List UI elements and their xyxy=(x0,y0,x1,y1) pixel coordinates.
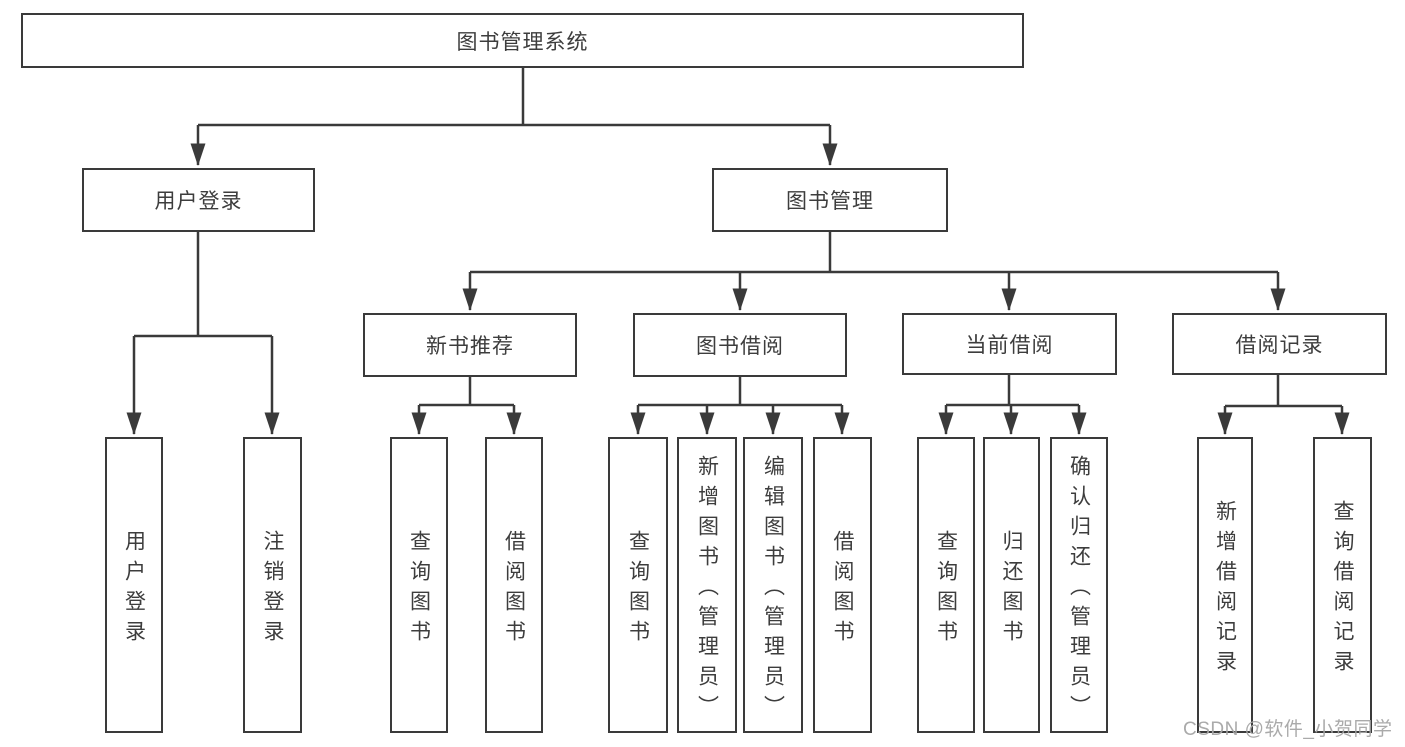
leaf-return-book-label: 归还图书 xyxy=(1000,529,1023,650)
leaf-add-book-admin-label: 新增图书（管理员） xyxy=(695,454,719,725)
csdn-watermark: CSDN @软件_小贺同学 xyxy=(1183,719,1393,740)
node-user-login: 用户登录 xyxy=(82,168,315,232)
node-borrow-records-label: 借阅记录 xyxy=(1235,334,1324,357)
leaf-query-books-borrow: 查询图书 xyxy=(608,437,668,733)
node-book-borrow-label: 图书借阅 xyxy=(696,335,784,358)
leaf-user-login: 用户登录 xyxy=(105,437,163,733)
leaf-return-book: 归还图书 xyxy=(983,437,1040,733)
node-root-system: 图书管理系统 xyxy=(21,13,1024,68)
leaf-add-book-admin: 新增图书（管理员） xyxy=(677,437,737,733)
node-book-management-label: 图书管理 xyxy=(786,190,874,213)
leaf-user-login-label: 用户登录 xyxy=(122,529,146,650)
leaf-query-borrow-record-label: 查询借阅记录 xyxy=(1331,499,1354,680)
node-book-management: 图书管理 xyxy=(712,168,948,232)
node-book-borrow: 图书借阅 xyxy=(633,313,847,377)
leaf-add-borrow-record: 新增借阅记录 xyxy=(1197,437,1253,733)
node-new-book-recommend: 新书推荐 xyxy=(363,313,577,377)
leaf-edit-book-admin-label: 编辑图书（管理员） xyxy=(761,454,785,725)
leaf-borrow-books-recommend: 借阅图书 xyxy=(485,437,543,733)
leaf-borrow-books-label: 借阅图书 xyxy=(831,529,854,650)
leaf-query-books-current-label: 查询图书 xyxy=(934,529,958,650)
leaf-query-books-recommend: 查询图书 xyxy=(390,437,448,733)
node-root-label: 图书管理系统 xyxy=(456,30,589,54)
leaf-borrow-books: 借阅图书 xyxy=(813,437,872,733)
leaf-query-books-recommend-label: 查询图书 xyxy=(407,529,431,650)
node-user-login-label: 用户登录 xyxy=(154,190,243,213)
leaf-query-borrow-record: 查询借阅记录 xyxy=(1313,437,1372,733)
leaf-query-books-borrow-label: 查询图书 xyxy=(626,529,650,650)
leaf-confirm-return-admin: 确认归还（管理员） xyxy=(1050,437,1108,733)
leaf-borrow-books-recommend-label: 借阅图书 xyxy=(502,529,526,650)
node-current-borrow: 当前借阅 xyxy=(902,313,1117,375)
leaf-add-borrow-record-label: 新增借阅记录 xyxy=(1213,499,1237,680)
node-current-borrow-label: 当前借阅 xyxy=(965,334,1054,357)
node-new-book-recommend-label: 新书推荐 xyxy=(426,335,514,358)
leaf-logout: 注销登录 xyxy=(243,437,302,733)
leaf-query-books-current: 查询图书 xyxy=(917,437,975,733)
leaf-logout-label: 注销登录 xyxy=(261,529,284,650)
node-borrow-records: 借阅记录 xyxy=(1172,313,1387,375)
leaf-edit-book-admin: 编辑图书（管理员） xyxy=(743,437,803,733)
leaf-confirm-return-admin-label: 确认归还（管理员） xyxy=(1067,454,1091,725)
